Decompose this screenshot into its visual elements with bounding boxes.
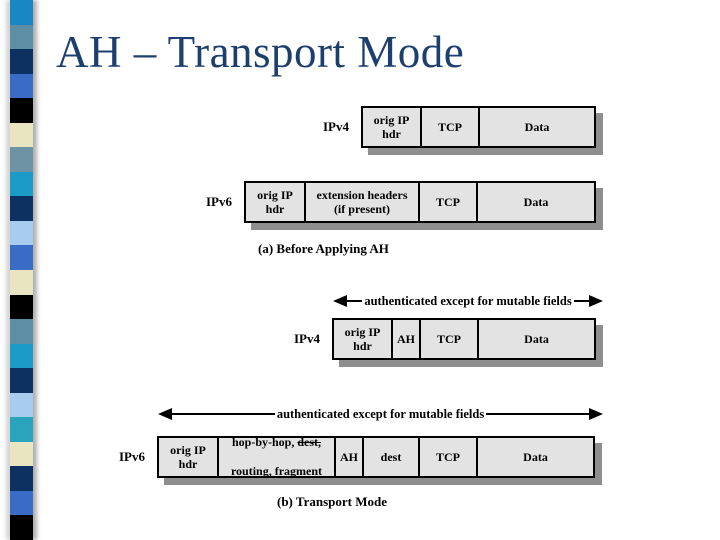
sidebar-color-square [10, 343, 33, 369]
arrowhead-left-icon [333, 295, 347, 307]
sidebar-color-square [10, 0, 33, 25]
packet-field-ah: AH [391, 320, 419, 358]
sidebar-color-square [10, 220, 33, 246]
sidebar-color-square [10, 294, 33, 320]
dest-struck-text: dest, [297, 435, 322, 450]
sidebar-color-square [10, 24, 33, 50]
packet-field-data: Data [476, 183, 594, 221]
packet-field-extension-headers: extension headers (if present) [304, 183, 418, 221]
packet-row-ipv4-before: IPv4 orig IP hdr TCP Data [289, 106, 596, 148]
packet-row-ipv6-before: IPv6 orig IP hdr extension headers (if p… [172, 181, 596, 223]
sidebar-color-square [10, 122, 33, 148]
sidebar-color-square [10, 515, 33, 540]
row-label-ipv4: IPv4 [323, 119, 349, 134]
auth-arrow-label: authenticated except for mutable fields [276, 406, 485, 421]
sidebar-color-square [10, 196, 33, 221]
sidebar-color-square [10, 270, 33, 295]
hop-field-pre: hop-by-hop, [231, 435, 298, 450]
packet-field-tcp: TCP [418, 183, 476, 221]
sidebar-color-square [10, 441, 33, 467]
auth-arrow-label: authenticated except for mutable fields [364, 293, 572, 308]
sidebar-color-square [10, 392, 33, 418]
packet-field-data: Data [476, 438, 593, 476]
packet-field-tcp: TCP [418, 438, 476, 476]
auth-arrow-ipv4: authenticated except for mutable fields [333, 293, 604, 308]
packet-field-orig-ip-hdr: orig IP hdr [257, 187, 293, 216]
packet-field-data: Data [477, 320, 594, 358]
sidebar-color-square [10, 417, 33, 442]
hop-field-line1: hop-by-hop, dest, [231, 435, 322, 449]
packet-row-ipv4-transport: IPv4 orig IP hdr AH TCP Data [260, 318, 596, 360]
packet-field-data: Data [478, 108, 594, 146]
row-label-ipv4: IPv4 [294, 331, 320, 346]
sidebar-color-strip [10, 0, 33, 540]
packet-boxes: orig IP hdr extension headers (if presen… [244, 181, 596, 223]
packet-field-orig-ip-hdr: orig IP hdr [170, 442, 206, 471]
hop-field-text: hop-by-hop, dest, routing, fragment [231, 421, 322, 493]
packet-field-ah: AH [334, 438, 362, 476]
sidebar-color-square [10, 490, 33, 516]
arrowhead-right-icon [589, 408, 604, 420]
packet-field-dest: dest [362, 438, 418, 476]
arrow-line [347, 300, 363, 302]
arrowhead-left-icon [158, 408, 172, 420]
sidebar-color-square [10, 171, 33, 197]
auth-arrow-ipv6: authenticated except for mutable fields [158, 406, 604, 421]
arrow-line [486, 413, 590, 415]
sidebar-color-square [10, 98, 33, 123]
packet-field-tcp: TCP [419, 320, 477, 358]
sidebar-color-square [10, 368, 33, 393]
row-label-ipv6: IPv6 [206, 194, 232, 209]
packet-field-orig-ip-hdr: orig IP hdr [373, 112, 410, 141]
arrowhead-right-icon [589, 295, 604, 307]
arrow-line [573, 300, 590, 302]
packet-boxes: orig IP hdr AH TCP Data [332, 318, 596, 360]
sidebar-color-square [10, 73, 33, 99]
sidebar-color-square [10, 466, 33, 491]
packet-boxes: orig IP hdr TCP Data [361, 106, 596, 148]
packet-field-orig-ip-hdr: orig IP hdr [344, 324, 381, 353]
packet-field-tcp: TCP [420, 108, 478, 146]
hop-field-line2: routing, fragment [230, 464, 323, 479]
arrow-line [172, 413, 275, 415]
sidebar-color-square [10, 319, 33, 344]
sidebar-color-square [10, 147, 33, 172]
sidebar-color-square [10, 245, 33, 271]
row-label-ipv6: IPv6 [119, 449, 145, 464]
packet-row-ipv6-transport: IPv6 orig IP hdr hop-by-hop, dest, routi… [85, 435, 595, 478]
packet-field-hop-by-hop: hop-by-hop, dest, routing, fragment [217, 435, 334, 478]
slide-title: AH – Transport Mode [56, 27, 465, 77]
packet-boxes: orig IP hdr hop-by-hop, dest, routing, f… [157, 435, 595, 478]
caption-transport-mode: (b) Transport Mode [277, 494, 388, 509]
caption-before-applying-ah: (a) Before Applying AH [258, 241, 389, 256]
sidebar-color-square [10, 49, 33, 74]
